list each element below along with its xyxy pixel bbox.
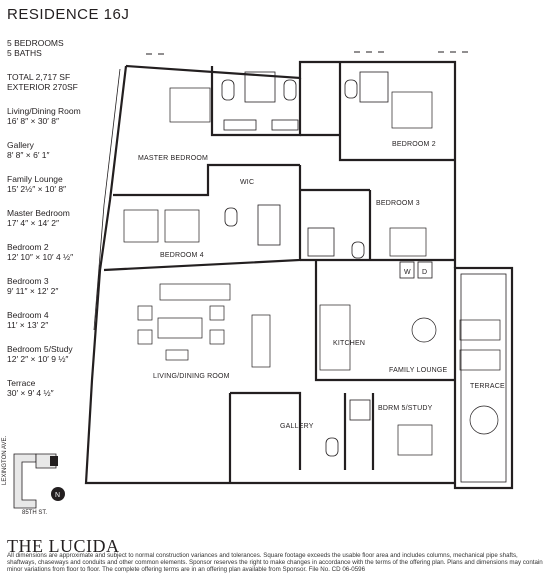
key-plan: N [13, 453, 65, 509]
bed-furniture [123, 87, 433, 456]
plan-label-bedroom4: BEDROOM 4 [160, 252, 204, 259]
room-spec: Master Bedroom 17′ 4″ × 14′ 2″ [7, 208, 119, 228]
room-name: Bedroom 4 [7, 310, 49, 320]
plan-label-bedroom3: BEDROOM 3 [376, 200, 420, 207]
room-dims: 12′ 10″ × 10′ 4 ½″ [7, 252, 74, 262]
plan-label-kitchen: KITCHEN [333, 340, 365, 347]
avenue-label: LEXINGTON AVE. [2, 435, 8, 485]
room-name: Bedroom 3 [7, 276, 49, 286]
residence-title: RESIDENCE 16J [7, 6, 130, 23]
building-outline [13, 453, 37, 509]
street-label: 85TH ST. [22, 510, 48, 516]
plan-label-master: MASTER BEDROOM [138, 155, 208, 162]
room-dims: 11′ × 13′ 2″ [7, 320, 49, 330]
room-dims: 17′ 4″ × 14′ 2″ [7, 218, 59, 228]
roof-edge-marks [146, 51, 468, 55]
washer-label: W [404, 269, 411, 276]
room-spec: Bedroom 5/Study 12′ 2″ × 10′ 9 ½″ [7, 344, 119, 364]
plan-label-living: LIVING/DINING ROOM [153, 373, 230, 380]
room-labels: MASTER BEDROOM BEDROOM 2 WIC BEDROOM 3 B… [138, 141, 505, 430]
plan-label-bedroom2: BEDROOM 2 [392, 141, 436, 148]
room-name: Bedroom 5/Study [7, 344, 73, 354]
room-spec: Gallery 8′ 8″ × 6′ 1″ [7, 140, 119, 160]
room-name: Gallery [7, 140, 34, 150]
plan-label-family: FAMILY LOUNGE [389, 367, 447, 374]
room-name: Living/Dining Room [7, 106, 81, 116]
room-dims: 12′ 2″ × 10′ 9 ½″ [7, 354, 69, 364]
room-name: Master Bedroom [7, 208, 70, 218]
north-label: N [55, 492, 60, 499]
exterior-walls [84, 60, 457, 485]
exterior-area: EXTERIOR 270SF [7, 82, 78, 92]
room-spec: Terrace 30′ × 9′ 4 ½″ [7, 378, 119, 398]
bathroom-fixtures [221, 71, 389, 457]
laundry: W D [399, 261, 433, 279]
living-furniture [137, 283, 501, 435]
legal-disclaimer: All dimensions are approximate and subje… [7, 552, 543, 574]
total-area: TOTAL 2,717 SF [7, 72, 71, 82]
interior-walls [103, 62, 455, 483]
room-name: Family Lounge [7, 174, 63, 184]
bath-count: 5 BATHS [7, 48, 42, 58]
room-dims: 8′ 8″ × 6′ 1″ [7, 150, 50, 160]
plan-label-bdrm5: BDRM 5/STUDY [378, 405, 433, 412]
plan-label-wic: WIC [240, 179, 254, 186]
plan-label-terrace: TERRACE [470, 383, 505, 390]
room-dims: 9′ 11″ × 12′ 2″ [7, 286, 59, 296]
bedroom-count: 5 BEDROOMS [7, 38, 64, 48]
unit-highlight [50, 456, 58, 466]
plan-label-gallery: GALLERY [280, 423, 314, 430]
north-arrow-icon [51, 487, 65, 501]
room-dims: 30′ × 9′ 4 ½″ [7, 388, 54, 398]
room-name: Terrace [7, 378, 36, 388]
room-spec: Bedroom 4 11′ × 13′ 2″ [7, 310, 119, 330]
terrace-outline [453, 266, 514, 490]
dryer-label: D [422, 269, 427, 276]
room-spec: Bedroom 3 9′ 11″ × 12′ 2″ [7, 276, 119, 296]
room-name: Bedroom 2 [7, 242, 49, 252]
unit-specs: 5 BEDROOMS 5 BATHS TOTAL 2,717 SF EXTERI… [7, 38, 119, 398]
brand-name: THE LUCIDA [7, 536, 120, 556]
room-spec: Living/Dining Room 16′ 8″ × 30′ 8″ [7, 106, 119, 126]
room-spec: Family Lounge 15′ 2½″ × 10′ 8″ [7, 174, 119, 194]
room-dims: 15′ 2½″ × 10′ 8″ [7, 184, 67, 194]
room-spec: Bedroom 2 12′ 10″ × 10′ 4 ½″ [7, 242, 119, 262]
room-dims: 16′ 8″ × 30′ 8″ [7, 116, 59, 126]
